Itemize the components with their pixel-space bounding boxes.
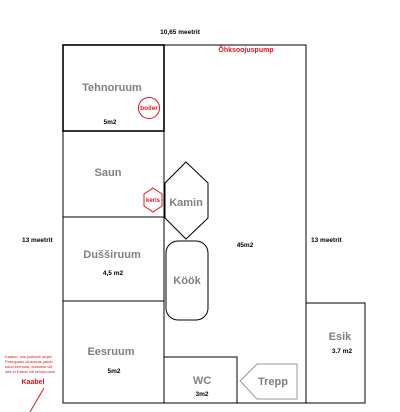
kamin-label: Kamin [169,197,203,209]
cable-note-line-4: olla et Esikar või tehnoruumi [5,369,55,374]
saun-label: Saun [95,167,122,179]
cable-note-line-1: Kaabel, mis jookseb mujal [5,354,52,359]
wc-label: WC [193,375,211,387]
wc-room [163,356,238,404]
esik-label: Esik [329,331,353,343]
keris-label: keris [146,198,161,204]
kitchen-shape [165,240,209,321]
boiler-icon [138,97,160,119]
stairs-arrow-icon [239,363,298,400]
cable-note-line-2: Praeguses olukorras palub [5,359,53,364]
esik-room [305,302,366,404]
fireplace-shape [164,161,209,240]
top-dimension: 10,65 meetrit [160,29,201,36]
wc-area: 3m2 [195,391,208,398]
stove-heater-icon [143,187,163,213]
heat-pump-label: Õhksoojuspump [218,45,273,54]
eesruum-area: 5m2 [107,368,120,375]
kook-label: Köök [173,275,201,287]
tehnoruum-label: Tehnoruum [82,82,142,94]
boiler-label: boiler [140,105,158,112]
trepp-label: Trepp [258,376,288,388]
dussiruum-area: 4,5 m2 [103,270,124,277]
eesruum-room [62,300,165,404]
eesruum-label: Eesruum [87,346,134,358]
main-area: 45m2 [237,242,254,249]
tehnoruum-area: 5m2 [103,119,116,126]
esik-area: 3.7 m2 [332,348,353,355]
left-dimension: 13 meetrit [22,237,54,244]
dussiruum-label: Dušširuum [83,249,141,261]
cable-line [29,387,45,412]
right-dimension: 13 meetrit [311,237,343,244]
cable-note-line-3: tulud kerroost, kuisaine või [5,364,52,369]
cable-label: Kaabel [22,379,45,386]
